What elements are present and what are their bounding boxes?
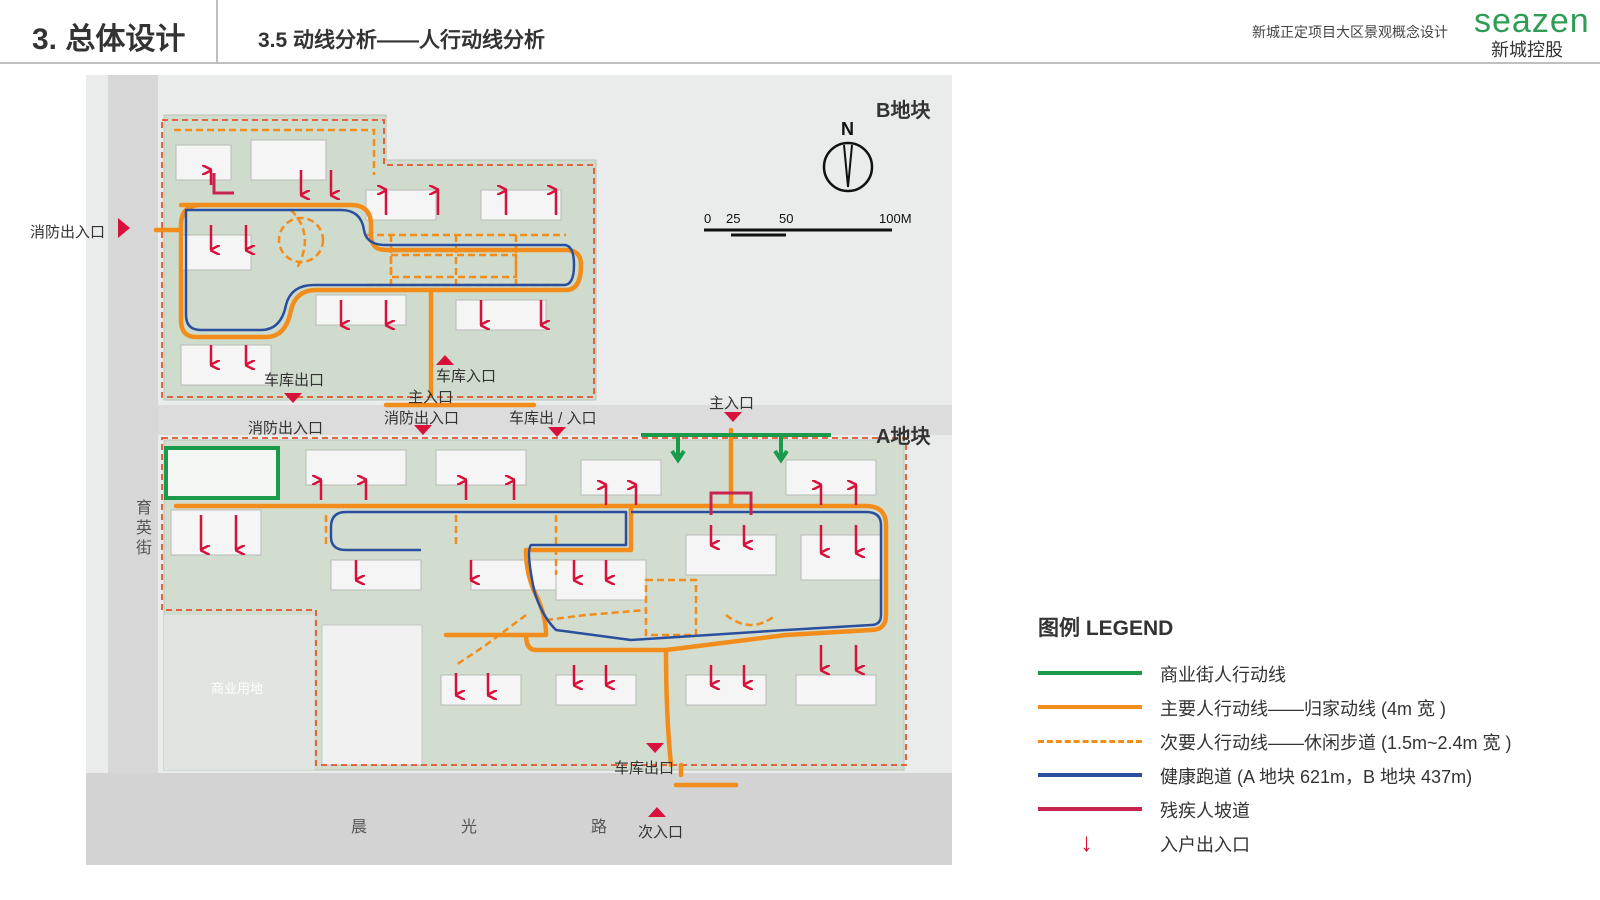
label-fire-a: 消防出入口	[248, 420, 323, 437]
scale-0: 0	[704, 211, 711, 226]
street-west-3: 街	[136, 539, 152, 557]
label-main-b: 主入口	[408, 389, 453, 406]
page-title: 3.5 动线分析——人行动线分析	[258, 29, 546, 52]
label-fire-mid: 消防出入口	[384, 410, 459, 427]
commercial-label: 商业用地	[211, 681, 263, 696]
legend-label: 商业街人行动线	[1160, 665, 1286, 685]
legend-swatch-orange-dashed	[1038, 740, 1142, 743]
legend: 图例 LEGEND 商业街人行动线 主要人行动线——归家动线 (4m 宽 ) 次…	[1038, 612, 1558, 860]
header-divider	[216, 0, 218, 62]
street-west-1: 育	[136, 499, 152, 517]
street-south-3: 路	[591, 818, 607, 836]
north-label: N	[841, 119, 854, 139]
legend-label: 主要人行动线——归家动线 (4m 宽 )	[1160, 699, 1446, 719]
site-plan: N 0 25 50 100M B地块 A地块 育 英 街 晨 光 路 商业用地 …	[86, 75, 952, 865]
commercial-building	[321, 624, 423, 766]
legend-item-commercial: 商业街人行动线	[1038, 656, 1558, 690]
legend-label: 次要人行动线——休闲步道 (1.5m~2.4m 宽 )	[1160, 733, 1512, 753]
disability-ramps	[212, 173, 753, 515]
street-south-2: 光	[461, 818, 477, 836]
brand-logo: seazen	[1474, 2, 1590, 40]
buildings-b	[175, 139, 562, 386]
label-main-a: 主入口	[709, 395, 754, 412]
scale-100: 100M	[879, 211, 912, 226]
north-arrow-icon: N	[822, 119, 874, 193]
label-secondary: 次入口	[638, 824, 683, 841]
main-paths	[153, 202, 889, 788]
plot-b-label: B地块	[876, 99, 931, 122]
legend-item-entry: ↓ 入户出入口	[1038, 826, 1558, 860]
brand-name: 新城控股	[1491, 40, 1563, 60]
site-boundary	[161, 119, 907, 766]
street-south-1: 晨	[351, 819, 367, 836]
legend-swatch-magenta	[1038, 807, 1142, 811]
label-garage-entry-b: 车库入口	[436, 368, 496, 385]
legend-label: 残疾人坡道	[1160, 801, 1250, 821]
legend-item-ramp: 残疾人坡道	[1038, 792, 1558, 826]
commercial-area	[164, 615, 314, 770]
legend-label: 入户出入口	[1160, 835, 1250, 855]
legend-swatch-blue	[1038, 773, 1142, 777]
scale-bar: 0 25 50 100M	[704, 211, 912, 237]
plot-a-label: A地块	[876, 425, 931, 448]
scale-25: 25	[726, 211, 740, 226]
legend-label: 健康跑道 (A 地块 621m，B 地块 437m)	[1160, 767, 1473, 787]
running-tracks	[184, 208, 883, 642]
legend-item-main: 主要人行动线——归家动线 (4m 宽 )	[1038, 690, 1558, 724]
section-title: 3. 总体设计	[32, 23, 186, 56]
label-garage-exit-b: 车库出口	[264, 372, 324, 389]
label-garage-inout: 车库出 / 入口	[509, 410, 597, 427]
scale-50: 50	[779, 211, 793, 226]
unit-entry-arrows	[199, 170, 856, 695]
street-west-2: 英	[136, 519, 152, 537]
street-south	[86, 773, 952, 865]
legend-title: 图例 LEGEND	[1038, 617, 1174, 640]
legend-item-secondary: 次要人行动线——休闲步道 (1.5m~2.4m 宽 )	[1038, 724, 1558, 758]
legend-swatch-green	[1038, 671, 1142, 675]
legend-swatch-orange	[1038, 705, 1142, 709]
gate-markers	[118, 218, 742, 817]
label-fire-west-outer: 消防出入口	[30, 224, 106, 241]
commercial-street-paths	[641, 433, 831, 464]
down-arrow-icon: ↓	[1080, 827, 1093, 857]
legend-item-running: 健康跑道 (A 地块 621m，B 地块 437m)	[1038, 758, 1558, 792]
header-bar: 3. 总体设计 3.5 动线分析——人行动线分析 新城正定项目大区景观概念设计 …	[0, 0, 1600, 64]
project-name: 新城正定项目大区景观概念设计	[1252, 24, 1448, 40]
buildings-a	[170, 449, 882, 706]
street-west	[108, 75, 158, 865]
secondary-paths-a	[324, 515, 777, 667]
label-garage-exit-a: 车库出口	[614, 760, 674, 777]
commercial-outline	[164, 446, 280, 500]
